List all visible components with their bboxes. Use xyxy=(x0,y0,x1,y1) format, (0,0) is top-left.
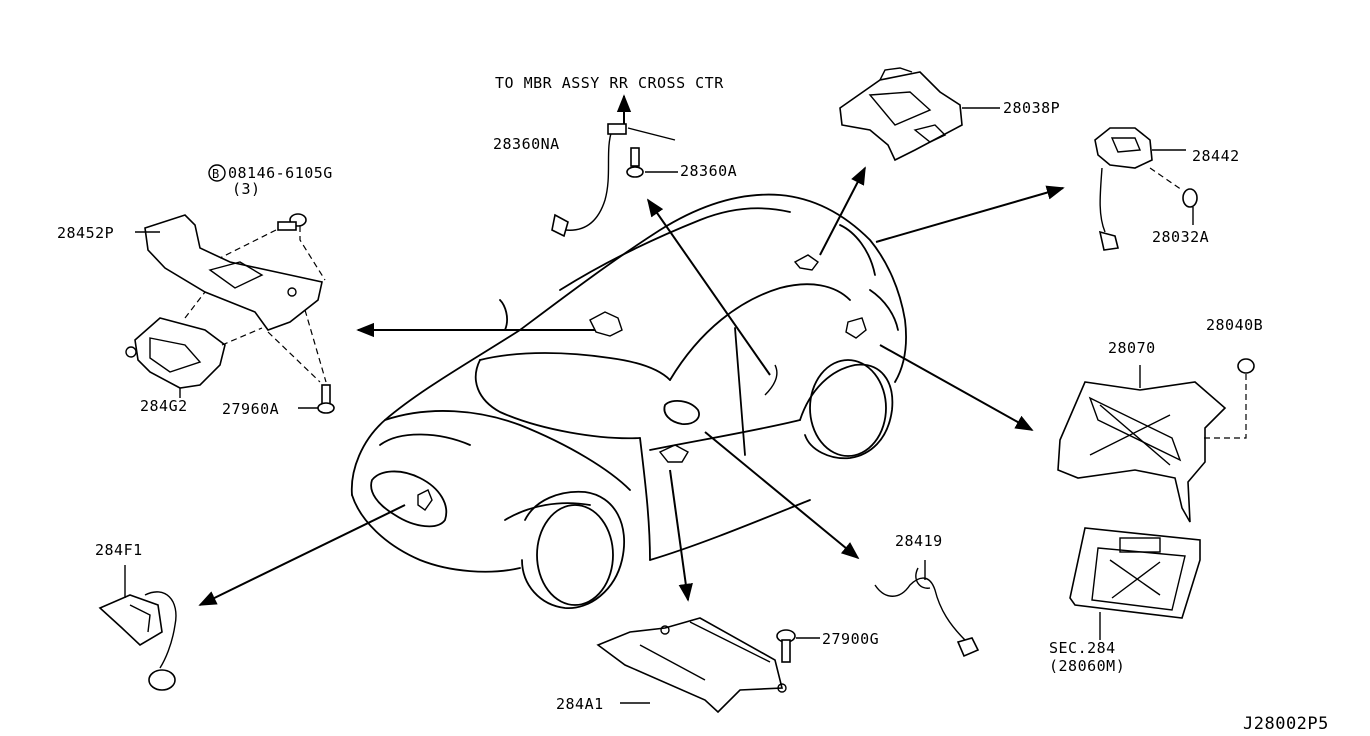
label-28452P: 28452P xyxy=(57,224,114,242)
label-bolt-qty: (3) xyxy=(232,180,261,198)
circle-b-icon xyxy=(208,164,226,182)
label-27900G: 27900G xyxy=(822,630,879,648)
label-284A1: 284A1 xyxy=(556,695,604,713)
label-28360NA: 28360NA xyxy=(493,135,560,153)
bracket-28038P[interactable] xyxy=(839,67,1000,162)
label-28070: 28070 xyxy=(1108,339,1156,357)
bolt-28360A[interactable] xyxy=(626,147,678,178)
label-28442: 28442 xyxy=(1192,147,1240,165)
label-284F1: 284F1 xyxy=(95,541,143,559)
leader-arrows xyxy=(198,94,1065,606)
label-bolt-number: 08146-6105G xyxy=(228,164,333,182)
label-diagram-id: J28002P5 xyxy=(1243,714,1329,734)
label-to-mbr: TO MBR ASSY RR CROSS CTR xyxy=(495,74,724,92)
bracket-28070[interactable] xyxy=(1057,365,1227,523)
label-28419: 28419 xyxy=(895,532,943,550)
harness-28360NA[interactable] xyxy=(551,123,676,238)
bracket-28452P[interactable] xyxy=(135,214,323,331)
label-28038P: 28038P xyxy=(1003,99,1060,117)
sensor-28442[interactable] xyxy=(1094,127,1186,251)
harness-28419[interactable] xyxy=(874,560,980,658)
control-unit-28060M[interactable] xyxy=(1069,527,1201,640)
bolt-28040B[interactable] xyxy=(1200,358,1255,439)
label-28032A: 28032A xyxy=(1152,228,1209,246)
label-284G2: 284G2 xyxy=(140,397,188,415)
label-28040B: 28040B xyxy=(1206,316,1263,334)
label-27960A: 27960A xyxy=(222,400,279,418)
bolt-08146-6105G[interactable] xyxy=(219,213,326,281)
label-sec284: SEC.284 xyxy=(1049,639,1116,657)
module-284G2[interactable] xyxy=(125,291,263,398)
bolt-28032A[interactable] xyxy=(1149,167,1198,225)
sensor-284F1[interactable] xyxy=(98,565,177,691)
vehicle-components xyxy=(417,254,867,511)
label-28060M: (28060M) xyxy=(1049,657,1125,675)
bolt-callout: B 08146-6105G (3) xyxy=(208,164,333,198)
label-28360A: 28360A xyxy=(680,162,737,180)
bolt-27960A[interactable] xyxy=(267,309,335,414)
vehicle-outline xyxy=(350,193,907,609)
label-bolt-letter: B xyxy=(212,167,220,181)
bracket-284A1[interactable] xyxy=(596,617,787,714)
bolt-27900G[interactable] xyxy=(776,629,820,663)
